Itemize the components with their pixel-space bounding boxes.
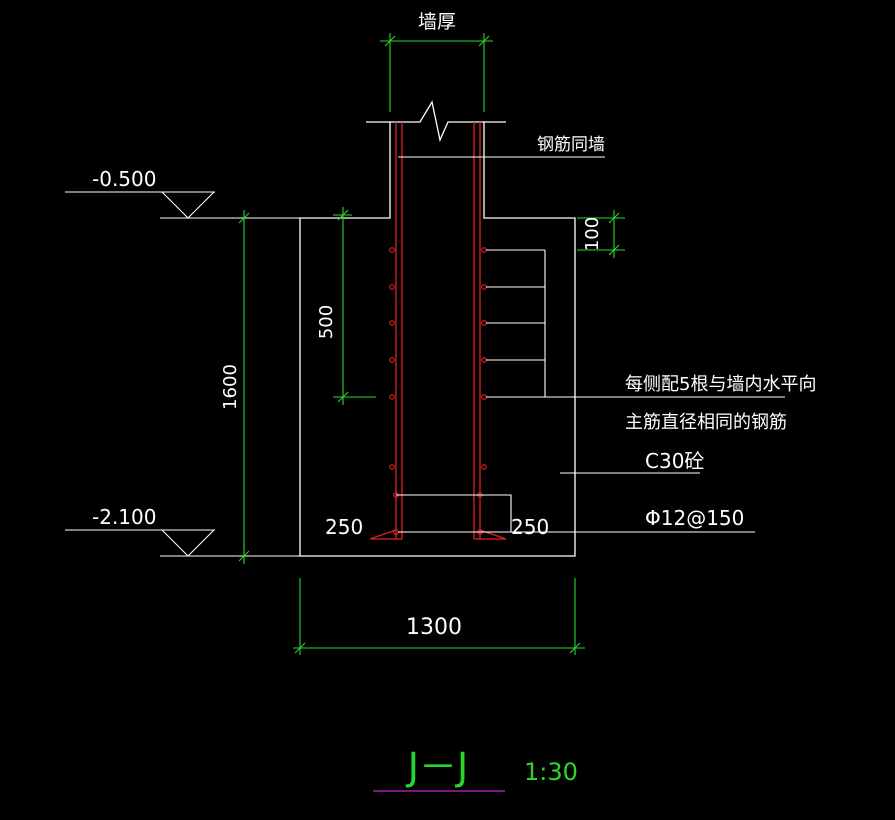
section-title: J－J [406, 745, 468, 789]
concrete-grade-label: C30砼 [645, 449, 704, 473]
dim-250-right-label: 250 [511, 515, 549, 539]
dim-250-left-label: 250 [325, 515, 363, 539]
dim-100-label: 100 [582, 217, 603, 251]
stirrup-label: Φ12@150 [645, 506, 744, 530]
elevation-bottom-label: -2.100 [92, 505, 156, 529]
note-line-1: 每侧配5根与墙内水平向 [625, 374, 816, 395]
rebar-same-label: 钢筋同墙 [537, 135, 605, 155]
wall-thickness-label: 墙厚 [418, 11, 456, 33]
rebar-dots [389, 247, 487, 535]
scale-label: 1:30 [524, 758, 578, 786]
dimension-lines [238, 33, 625, 655]
break-line [366, 100, 506, 143]
leader-lines [65, 156, 785, 557]
dim-500-label: 500 [316, 305, 337, 339]
footing-outline [299, 122, 576, 557]
wall-rebar [369, 122, 507, 540]
elevation-top-label: -0.500 [92, 167, 156, 191]
note-line-2: 主筋直径相同的钢筋 [625, 412, 787, 433]
dim-1300-label: 1300 [406, 615, 462, 640]
dim-1600-label: 1600 [220, 364, 241, 410]
